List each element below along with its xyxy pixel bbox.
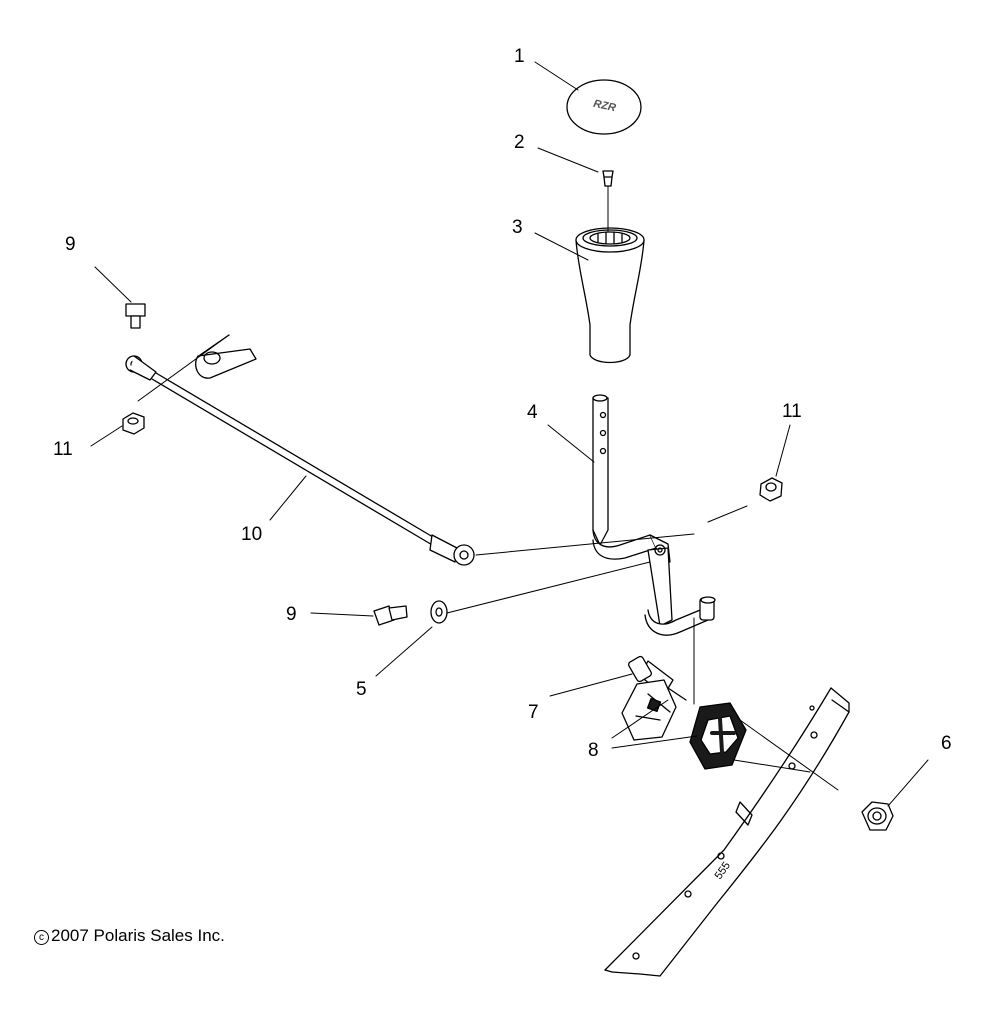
callout-5: 5 — [356, 679, 367, 700]
callout-2: 2 — [514, 132, 525, 153]
copyright-symbol: c — [34, 930, 49, 945]
part-small-screw — [602, 170, 614, 187]
part-shift-lever — [592, 394, 716, 636]
callout-9-top: 9 — [65, 234, 76, 255]
part-bolt-9-mid — [373, 605, 408, 626]
callout-leaders — [90, 61, 929, 807]
callout-6: 6 — [941, 733, 952, 754]
part-washer — [430, 600, 448, 624]
part-nut-11-right — [759, 477, 783, 502]
rail-stamp-text: 555 — [713, 860, 733, 882]
callout-11-left: 11 — [53, 439, 73, 460]
part-flange-nut — [861, 801, 894, 831]
part-shift-knob — [575, 227, 645, 364]
callout-10: 10 — [241, 524, 262, 545]
part-bolt-9-top — [125, 303, 146, 329]
part-shift-rod — [125, 334, 475, 566]
callout-4: 4 — [527, 402, 538, 423]
callout-7: 7 — [528, 702, 539, 723]
callout-11-right: 11 — [782, 401, 802, 422]
assembly-lines — [137, 185, 839, 791]
part-knob-cap: RZR — [566, 79, 642, 135]
callout-1: 1 — [514, 46, 525, 67]
part-pivot-blocks — [621, 679, 747, 770]
callout-8: 8 — [588, 740, 599, 761]
callout-9-mid: 9 — [286, 604, 297, 625]
knob-cap-text: RZR — [592, 98, 617, 114]
callout-3: 3 — [512, 217, 523, 238]
callout-numbers: 1 2 3 4 5 6 7 8 9 9 10 11 11 — [53, 46, 952, 761]
part-nut-11-left — [122, 412, 145, 435]
copyright-text: 2007 Polaris Sales Inc. — [51, 926, 225, 945]
